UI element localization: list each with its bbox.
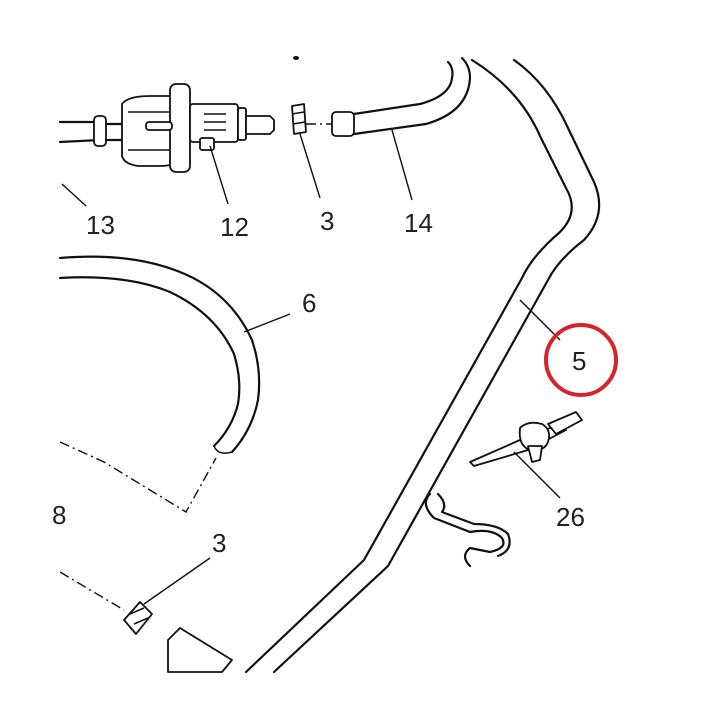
hose-13 bbox=[58, 115, 124, 147]
leader-26 bbox=[513, 451, 561, 499]
callout-12: 12 bbox=[220, 212, 249, 242]
hose-14 bbox=[306, 56, 472, 137]
callout-5: 5 bbox=[572, 346, 586, 376]
callout-6: 6 bbox=[302, 288, 316, 318]
leader-12 bbox=[209, 145, 229, 205]
callout-3-bottom: 3 bbox=[212, 528, 226, 558]
callout-14: 14 bbox=[404, 208, 433, 238]
clamp-3-bottom bbox=[59, 571, 233, 673]
callout-3-top: 3 bbox=[320, 206, 334, 236]
fuel-filter-12 bbox=[121, 83, 275, 173]
leader-3-top bbox=[299, 133, 321, 199]
hose-6 bbox=[58, 255, 261, 513]
spring-clip bbox=[424, 492, 511, 568]
callout-26: 26 bbox=[556, 502, 585, 532]
leader-5 bbox=[519, 299, 561, 341]
leader-6 bbox=[243, 313, 291, 333]
callout-8: 8 bbox=[52, 500, 66, 530]
hose-5 bbox=[244, 58, 601, 674]
leader-3-bottom bbox=[143, 557, 211, 605]
clamp-3-top bbox=[291, 56, 307, 135]
leader-14 bbox=[391, 129, 413, 201]
leader-13 bbox=[61, 183, 87, 207]
highlight-circle bbox=[544, 323, 618, 397]
bracket-26 bbox=[469, 411, 583, 467]
callout-13: 13 bbox=[86, 210, 115, 240]
leader-lines bbox=[61, 129, 561, 605]
